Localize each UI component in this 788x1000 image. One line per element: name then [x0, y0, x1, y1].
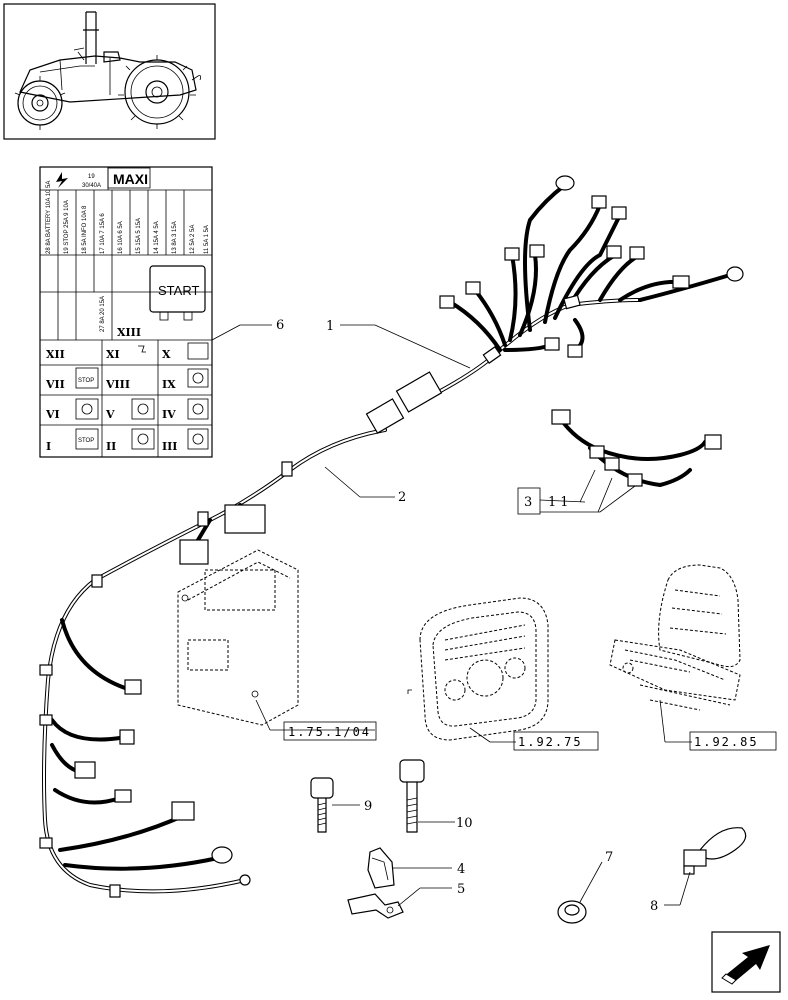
ref-seat[interactable]: 1.92.85 [694, 735, 759, 749]
callout-10: 10 [456, 816, 473, 831]
relay-XI: XI [106, 348, 120, 361]
fuse-text-8: 13 8A 3 15A [172, 221, 178, 254]
clip-4 [367, 847, 395, 889]
start-relay [149, 265, 206, 313]
next-page-arrow-icon[interactable] [711, 931, 781, 993]
ref-box-seat[interactable] [689, 731, 777, 751]
upper-wiring-harness [395, 175, 744, 413]
relay-IX: IX [162, 378, 176, 391]
callout-2: 2 [398, 490, 406, 505]
callout-9: 9 [364, 799, 372, 814]
fuse-text-2: 19 STOP 25A 9 10A [64, 200, 70, 254]
tractor-thumbnail [3, 3, 216, 140]
ref-ecu[interactable]: 1.75.1/04 [288, 725, 371, 739]
relay-III: III [162, 440, 177, 453]
relay-I: I [46, 440, 51, 453]
relay-XIII: XIII [117, 326, 141, 339]
relay-VIII: VIII [105, 378, 130, 391]
start-label: START [158, 283, 199, 298]
fuse-columns [40, 190, 212, 457]
harness-main-connector [395, 371, 443, 413]
maxi-label: MAXI [113, 171, 148, 187]
stop-relay-label: STOP [78, 378, 94, 384]
fuse-text-9: 12 5A 2 5A [190, 225, 196, 254]
header-number: 19 [88, 174, 95, 180]
fuse-text-10: 11 5A 1 5A [204, 225, 210, 254]
fuse-relay-box: MAXI 19 30/40A 28 8A BATTERY 10A 10 5A [39, 166, 213, 458]
fuse-text-1: 28 8A BATTERY 10A 10 5A [46, 181, 52, 254]
ref-box-ecu[interactable] [283, 721, 377, 741]
relay-IV: IV [162, 408, 176, 421]
callout-1: 1 [326, 319, 334, 334]
fuse-text-6: 15 15A 5 15A [136, 218, 142, 254]
relay-XII: XII [46, 348, 65, 361]
fuse-text-4: 17 10A 7 15A 6 [100, 213, 106, 254]
main-wiring-harness [39, 398, 405, 898]
leader-lines [211, 324, 692, 907]
small-harness [551, 409, 722, 488]
header-voltage: 30/40A [82, 183, 101, 189]
instrument-cluster [407, 597, 549, 741]
callout-3: 3 [524, 495, 532, 510]
fuse-text-11: 27 8A 20 15A [100, 296, 106, 332]
fuse-text-5: 16 10A 6 5A [118, 221, 124, 254]
relay-V: V [105, 408, 115, 421]
grommet-7 [557, 900, 587, 924]
ecu-module [177, 549, 299, 726]
ref-dash[interactable]: 1.92.75 [518, 735, 583, 749]
bracket-5 [347, 893, 404, 919]
relay-VII: VII [45, 378, 65, 391]
operator-seat [609, 564, 741, 711]
jumper-connector-8 [683, 827, 747, 875]
bolt-10 [399, 759, 425, 833]
callout-3-box [517, 487, 541, 515]
lightning-icon [56, 172, 68, 188]
callout-11: 11 [548, 495, 573, 510]
ref-box-dash[interactable] [513, 731, 599, 751]
callout-4: 4 [457, 862, 465, 877]
bolt-9 [310, 777, 334, 833]
stop-relay-label-2: STOP [78, 438, 94, 444]
relay-VI: VI [45, 408, 60, 421]
callout-8: 8 [650, 899, 658, 914]
relay-II: II [106, 440, 116, 453]
fuse-text-7: 14 15A 4 5A [154, 221, 160, 254]
callout-6: 6 [276, 318, 284, 333]
callout-5: 5 [457, 882, 465, 897]
relay-X: X [162, 348, 171, 361]
harness-mating-connector [365, 398, 405, 434]
callout-7: 7 [605, 850, 613, 865]
fuse-text-3: 18 5A INFO 10A 8 [82, 205, 88, 254]
